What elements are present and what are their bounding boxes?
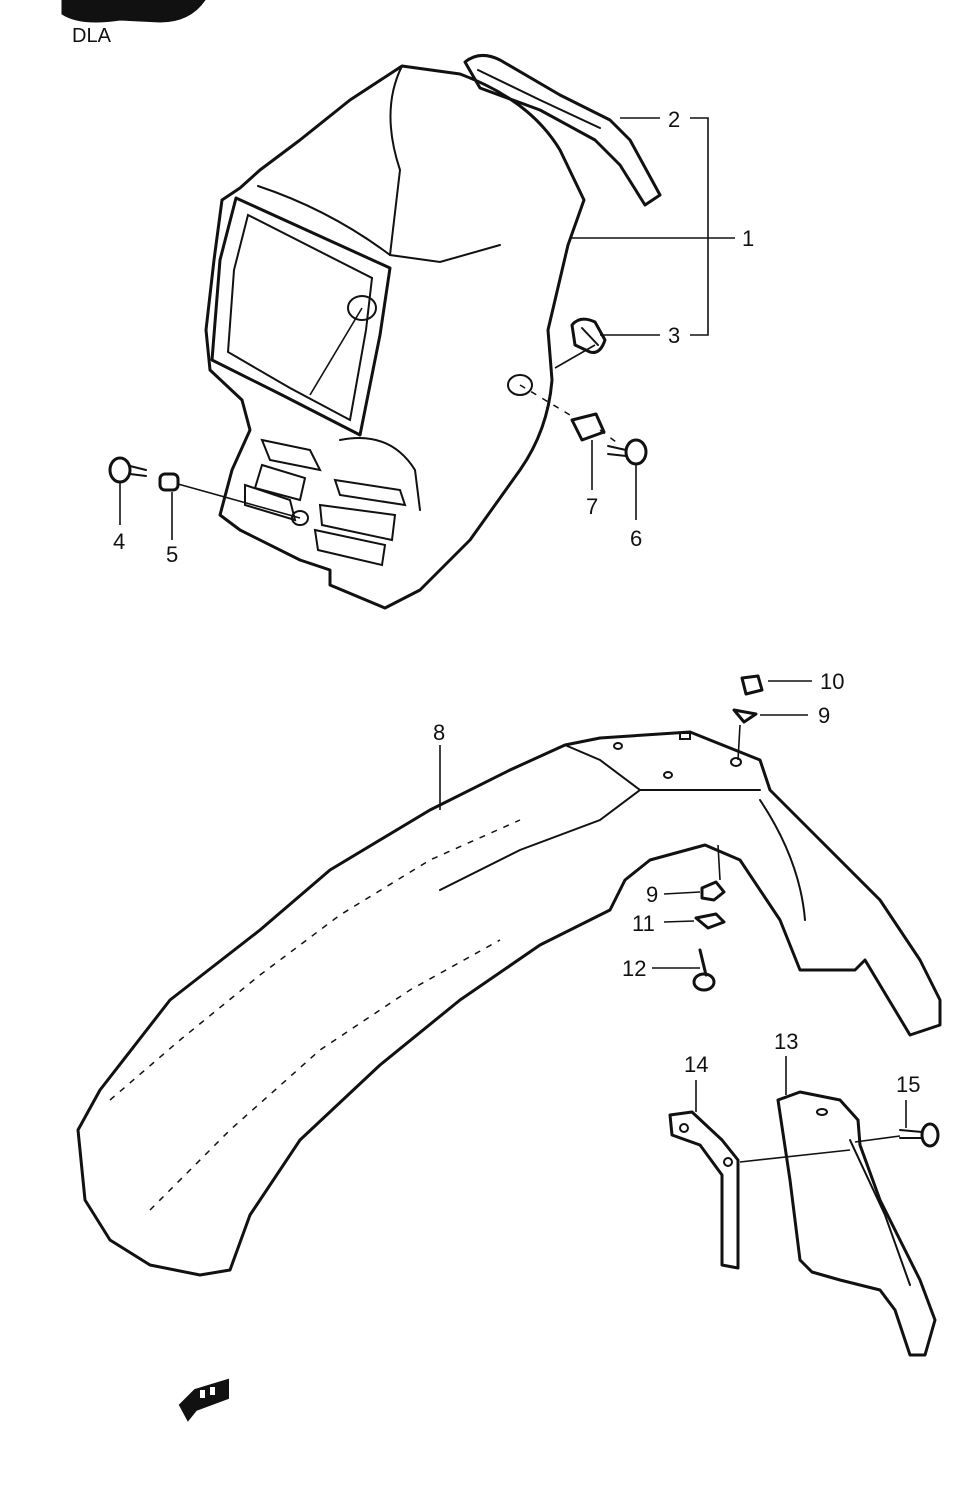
callout-7: 7 <box>586 494 598 519</box>
header-logo: DLA <box>61 0 206 47</box>
callout-13: 13 <box>774 1029 798 1054</box>
callout-10: 10 <box>820 669 844 694</box>
collar-5 <box>158 472 180 492</box>
callout-15: 15 <box>896 1072 920 1097</box>
washer-9-top <box>732 708 758 724</box>
callout-3: 3 <box>668 323 680 348</box>
callout-2: 2 <box>668 107 680 132</box>
callout-1: 1 <box>742 226 754 251</box>
bolt-12 <box>692 948 716 992</box>
screw-15 <box>899 1122 940 1148</box>
visor-strip <box>463 54 662 207</box>
screw-6 <box>607 438 648 466</box>
screw-4 <box>108 456 147 484</box>
washer-9-bottom <box>700 880 726 902</box>
callout-4: 4 <box>113 529 125 554</box>
front-fender <box>76 730 942 1277</box>
callout-12: 12 <box>622 956 646 981</box>
mudguard-13 <box>776 1090 937 1357</box>
callout-14: 14 <box>684 1052 708 1077</box>
grommet-3 <box>570 317 607 354</box>
washer-11 <box>694 912 726 930</box>
direction-arrow-icon <box>178 1378 229 1422</box>
callout-6: 6 <box>630 526 642 551</box>
callout-5: 5 <box>166 542 178 567</box>
bracket-14 <box>668 1110 740 1270</box>
callout-9-top: 9 <box>818 703 830 728</box>
callout-8: 8 <box>433 720 445 745</box>
callout-11: 11 <box>632 911 655 936</box>
headlight-housing <box>204 64 586 610</box>
callout-9-bottom: 9 <box>646 882 658 907</box>
collar-7 <box>570 412 606 442</box>
header-fragment-text: DLA <box>72 25 112 47</box>
nut-10 <box>740 674 764 696</box>
